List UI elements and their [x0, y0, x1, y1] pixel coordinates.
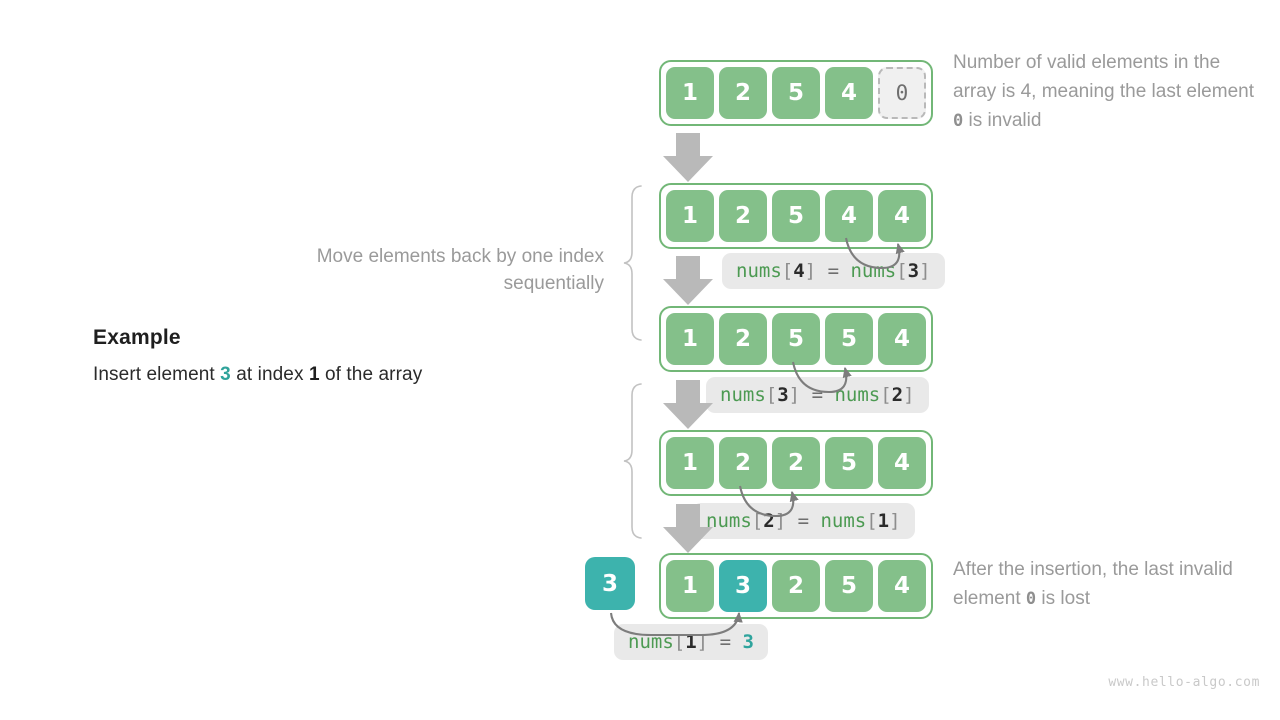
code-fn: nums — [820, 510, 867, 532]
note-top-part2: is invalid — [963, 110, 1042, 131]
code-bracket-open: [ — [896, 260, 908, 282]
code-bracket-close: ] — [804, 260, 817, 282]
note-move-elements: Move elements back by one index sequenti… — [316, 246, 604, 294]
array-cell: 2 — [719, 67, 767, 119]
code-fn: nums — [736, 260, 782, 282]
code-bracket-close: ] — [774, 510, 787, 532]
array-cell: 5 — [772, 313, 820, 365]
code-fn: nums — [720, 384, 766, 406]
note-bottom-part1: After the insertion, the last invalid el… — [953, 559, 1233, 609]
code-operator: = — [816, 260, 851, 282]
array-cell: 4 — [825, 67, 873, 119]
code-operator: = — [708, 631, 743, 653]
note-top-part1: Number of valid elements in the array is… — [953, 52, 1254, 102]
array-cell: 5 — [772, 190, 820, 242]
code-index: 3 — [907, 260, 920, 282]
array-cell: 2 — [719, 437, 767, 489]
code-bracket-close: ] — [788, 384, 801, 406]
array-cell: 0 — [878, 67, 926, 119]
code-fn: nums — [628, 631, 674, 653]
code-label-nums4: nums[4] = nums[3] — [722, 253, 945, 289]
code-bracket-open: [ — [866, 510, 878, 532]
code-label-nums1: nums[1] = 3 — [614, 624, 768, 660]
code-bracket-open: [ — [751, 510, 764, 532]
code-index: 2 — [763, 510, 775, 532]
array-cell: 5 — [825, 560, 873, 612]
array-cell: 2 — [719, 313, 767, 365]
array-cell: 2 — [719, 190, 767, 242]
code-label-nums3: nums[3] = nums[2] — [706, 377, 929, 413]
code-label-nums2: nums[2] = nums[1] — [692, 503, 915, 539]
watermark: www.hello-algo.com — [1108, 675, 1260, 690]
code-bracket-close: ] — [696, 631, 709, 653]
array-cell: 4 — [825, 190, 873, 242]
shift-group-brace — [623, 185, 642, 539]
code-literal: 3 — [742, 631, 754, 653]
array-cell: 2 — [772, 437, 820, 489]
array-cell: 1 — [666, 560, 714, 612]
array-cell: 5 — [825, 437, 873, 489]
array-cell: 1 — [666, 190, 714, 242]
code-operator: = — [800, 384, 835, 406]
code-bracket-open: [ — [765, 384, 778, 406]
code-fn: nums — [834, 384, 881, 406]
code-index: 1 — [685, 631, 697, 653]
code-index: 2 — [891, 384, 904, 406]
example-title: Example — [93, 326, 181, 349]
example-description: Insert element 3 at index 1 of the array — [93, 364, 553, 386]
example-desc-part2: at index — [230, 364, 309, 385]
array-cell: 1 — [666, 67, 714, 119]
code-bracket-open: [ — [673, 631, 686, 653]
code-fn: nums — [706, 510, 752, 532]
code-index: 4 — [793, 260, 805, 282]
note-top-value: 0 — [953, 111, 964, 131]
code-index: 1 — [877, 510, 890, 532]
array-cell: 5 — [825, 313, 873, 365]
example-desc-part3: of the array — [319, 364, 423, 385]
array-cell: 4 — [878, 313, 926, 365]
array-cell: 1 — [666, 313, 714, 365]
code-bracket-close: ] — [889, 510, 901, 532]
down-arrow-1 — [663, 133, 713, 182]
code-bracket-close: ] — [919, 260, 931, 282]
code-fn: nums — [850, 260, 897, 282]
example-desc-part1: Insert element — [93, 364, 221, 385]
code-bracket-open: [ — [880, 384, 892, 406]
code-index: 3 — [777, 384, 789, 406]
inserted-value-box: 3 — [585, 557, 635, 610]
array-cell: 4 — [878, 560, 926, 612]
example-desc-value: 3 — [220, 364, 231, 385]
note-bottom-part2: is lost — [1036, 588, 1090, 609]
array-cell: 4 — [878, 190, 926, 242]
note-valid-elements: Number of valid elements in the array is… — [953, 48, 1263, 136]
code-bracket-open: [ — [781, 260, 794, 282]
example-desc-index: 1 — [308, 364, 320, 385]
note-bottom-value: 0 — [1025, 589, 1037, 609]
array-cell: 5 — [772, 67, 820, 119]
note-after-insertion: After the insertion, the last invalid el… — [953, 555, 1253, 614]
code-operator: = — [786, 510, 821, 532]
array-cell: 3 — [719, 560, 767, 612]
array-cell: 4 — [878, 437, 926, 489]
array-cell: 2 — [772, 560, 820, 612]
code-bracket-close: ] — [903, 384, 915, 406]
example-block: Example Insert element 3 at index 1 of t… — [93, 326, 553, 386]
array-cell: 1 — [666, 437, 714, 489]
down-arrow-2 — [663, 256, 713, 305]
